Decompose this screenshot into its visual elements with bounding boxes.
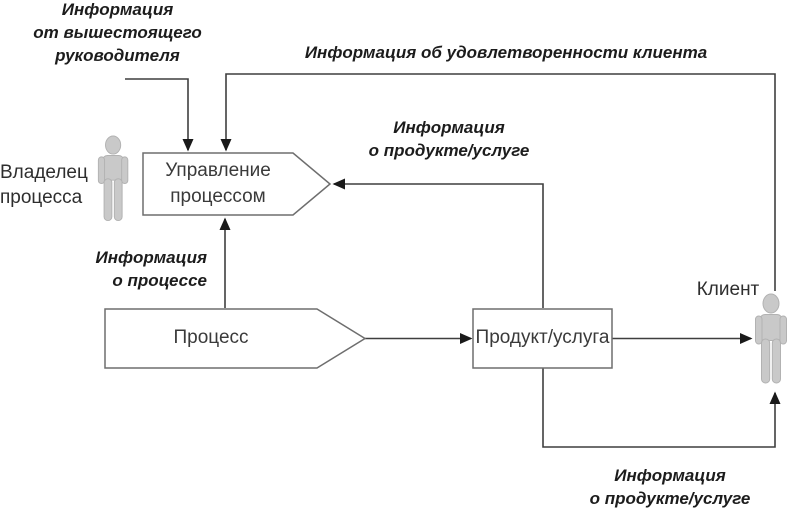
product-node-shape [472,308,613,369]
process-owner-label: Владелец процесса [0,162,88,208]
flow-line-client-satisfaction [220,73,776,291]
flow-label-from-manager: Информация от вышестоящего руководителя [33,0,202,65]
flow-label-process-info: Информация о процессе [95,248,208,290]
process-node-label: Процесс [173,327,249,348]
flow-line-product-info [332,178,544,308]
management-node-shape [142,152,332,216]
flow-line-from-manager [125,78,194,152]
flow-line-product-info-to-client [542,368,781,448]
management-node-label: Управление процессом [165,160,271,207]
client-person-icon [755,293,787,384]
process-owner-person-icon [97,135,129,222]
flow-label-client-satisfaction: Информация об удовлетворенности клиента [304,43,708,62]
process-node-shape [104,308,367,369]
client-label: Клиент [696,279,760,300]
product-node-label: Продукт/услуга [475,327,610,348]
flow-label-product-info: Информация о продукте/услуге [368,118,530,160]
flow-label-product-info-to-client: Информация о продукте/услуге [589,466,751,508]
